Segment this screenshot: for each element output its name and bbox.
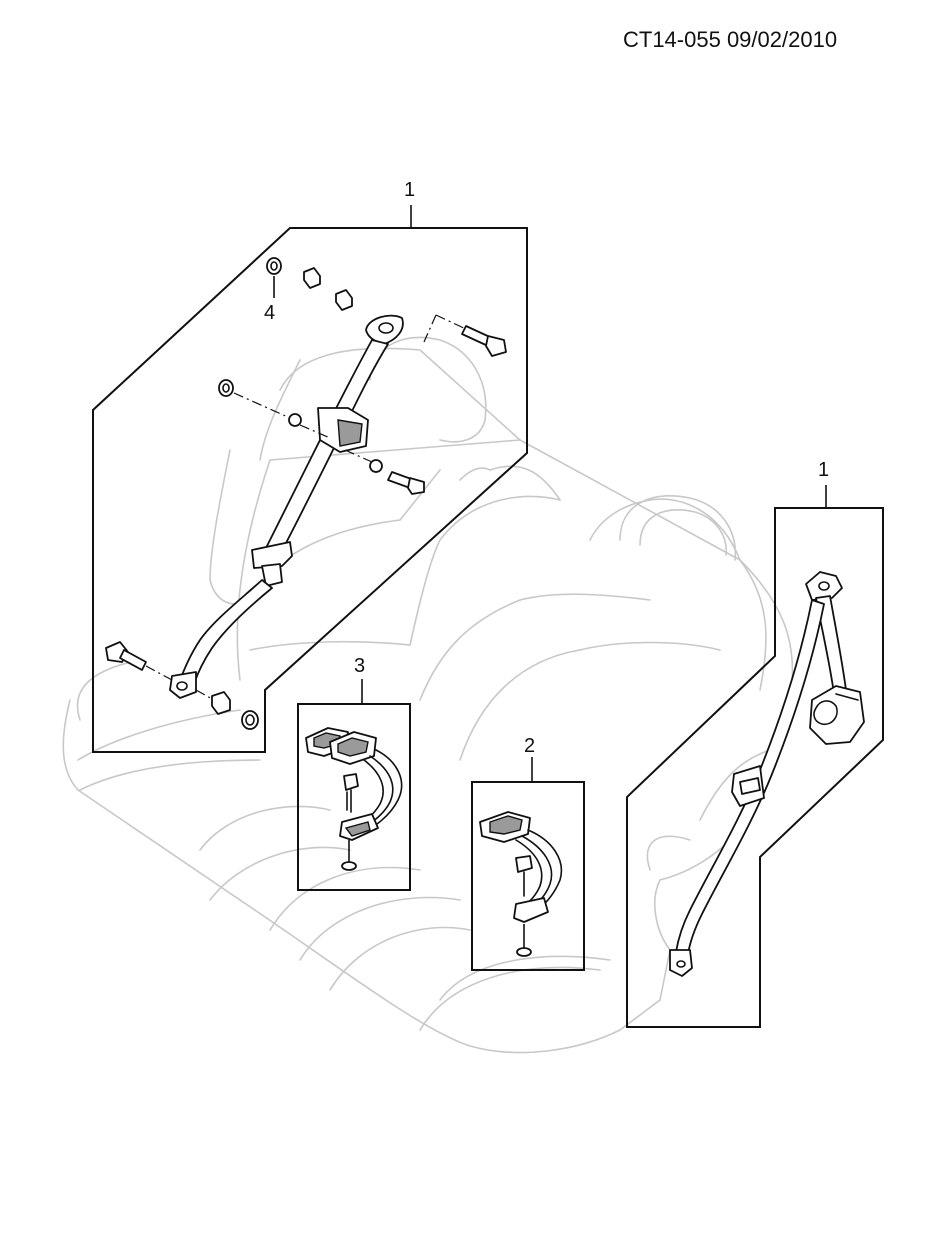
left-seat-belt-assembly (105, 257, 507, 730)
document-reference: CT14-055 09/02/2010 (623, 27, 837, 52)
callout-buckle-right: 2 (524, 735, 535, 757)
callout-right-belt: 1 (818, 459, 829, 481)
left-belt-frame (92, 205, 528, 753)
right-buckle-assembly (479, 811, 563, 957)
center-buckle-assembly (305, 727, 403, 871)
callout-left-belt: 1 (404, 179, 415, 201)
right-belt-frame (626, 485, 884, 1028)
right-seat-belt-assembly (669, 571, 865, 977)
callout-buckle-center: 3 (354, 655, 365, 677)
right-buckle-frame (471, 757, 585, 971)
callout-washer: 4 (264, 302, 275, 324)
center-buckle-frame (297, 679, 411, 891)
